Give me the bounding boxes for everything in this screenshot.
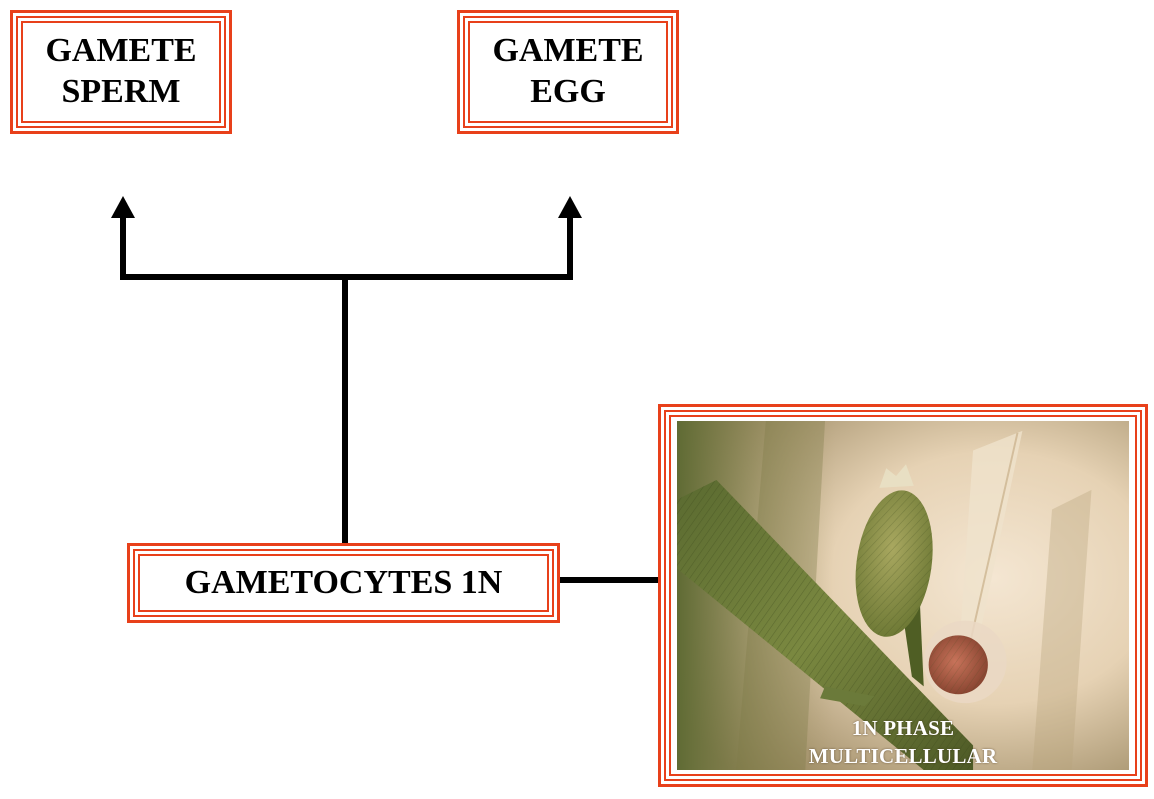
- gametocytes-box: GAMETOCYTES 1N: [127, 543, 560, 623]
- gamete-egg-box: GAMETE EGG: [457, 10, 679, 134]
- gamete-sperm-line2: SPERM: [61, 73, 181, 110]
- micrograph-caption-line2: MULTICELLULAR: [808, 743, 998, 768]
- micrograph-image: [677, 421, 1129, 770]
- arrow-to-sperm-icon: [111, 196, 135, 218]
- gamete-sperm-box: GAMETE SPERM: [10, 10, 232, 134]
- micrograph-box: 1N PHASE MULTICELLULAR: [658, 404, 1148, 787]
- gamete-sperm-line1: GAMETE: [45, 32, 197, 70]
- gamete-egg-line1: GAMETE: [492, 32, 644, 70]
- arrow-to-egg-icon: [558, 196, 582, 218]
- gamete-egg-line2: EGG: [530, 73, 606, 110]
- gametocytes-label: GAMETOCYTES 1N: [184, 563, 503, 601]
- micrograph-caption: 1N PHASE MULTICELLULAR: [661, 715, 1145, 770]
- micrograph-caption-line1: 1N PHASE: [851, 716, 955, 741]
